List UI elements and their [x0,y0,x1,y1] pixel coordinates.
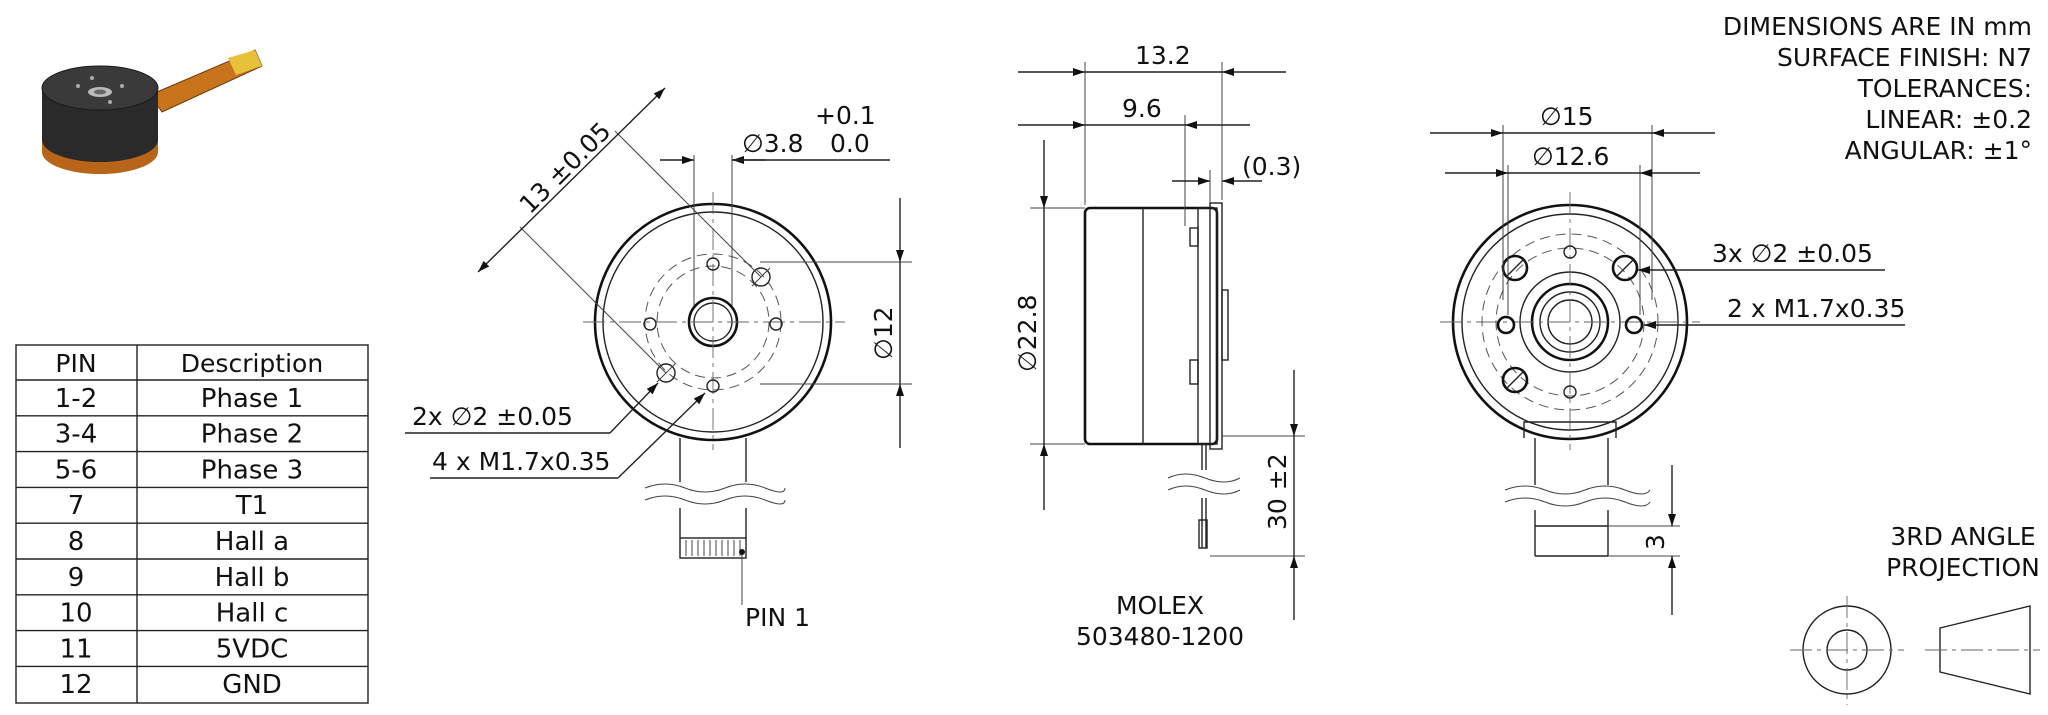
dim-tol-zero: 0.0 [830,129,870,158]
dim-d12: ∅12 [869,306,898,360]
front-view: 13 ±0.05 ∅3.8 +0.1 0.0 ∅12 2x ∅2 ±0.05 4… [405,87,912,632]
pin-table-description-cell: Hall b [215,563,290,593]
dim-d12.6: ∅12.6 [1532,142,1609,171]
note-dimensions: DIMENSIONS ARE IN mm [1723,12,2032,41]
front-holes-2x: 2x ∅2 ±0.05 [412,402,573,431]
dim-30: 30 ±2 [1263,453,1292,530]
pin-table-pin-cell: 9 [68,563,85,593]
connector-part: 503480-1200 [1076,622,1244,651]
pin-table-description-cell: GND [222,670,282,700]
pin-table-pin-cell: 5-6 [55,455,97,485]
dim-0.3: (0.3) [1242,152,1301,181]
note-surface-finish: SURFACE FINISH: N7 [1777,43,2032,72]
dim-9.6: 9.6 [1122,94,1162,123]
dim-3: 3 [1641,534,1670,550]
projection-line1: 3RD ANGLE [1890,522,2035,551]
motor-3d-thumbnail [41,49,263,174]
pin-table-pin-cell: 1-2 [55,384,97,414]
dim-d3.8: ∅3.8 [742,129,804,158]
pin-table-description-cell: Phase 1 [201,384,303,414]
pin-table-header-description: Description [181,349,323,378]
dim-13.2: 13.2 [1135,41,1191,70]
pin-table-description-cell: Hall a [215,527,289,557]
pin-table-pin-cell: 12 [59,670,92,700]
rear-holes-3x: 3x ∅2 ±0.05 [1712,239,1873,268]
pin-table: PIN Description 1-2 Phase 1 3-4 Phase 2 5-6 P… [15,344,369,704]
projection-line2: PROJECTION [1886,553,2040,582]
pin-table-description-cell: Phase 3 [201,455,303,485]
projection-symbol: 3RD ANGLE PROJECTION [1790,522,2040,705]
rear-holes-2x: 2 x M1.7x0.35 [1727,294,1905,323]
pin-table-pin-cell: 3-4 [55,420,97,450]
rear-view: ∅15 ∅12.6 3x ∅2 ±0.05 2 x M1.7x0.35 3 [1430,102,1905,615]
dim-13-diagonal: 13 ±0.05 [514,116,617,219]
dim-d22.8: ∅22.8 [1013,295,1042,372]
side-view: 13.2 9.6 (0.3) ∅22.8 30 ±2 MOLEX 503480-… [1013,41,1305,651]
note-tolerances: TOLERANCES: [1857,74,2032,103]
dim-tol-plus: +0.1 [815,101,876,130]
pin-table-description-cell: 5VDC [216,634,289,664]
front-holes-4x: 4 x M1.7x0.35 [432,447,610,476]
dim-d15: ∅15 [1540,102,1594,131]
pin-table-pin-cell: 11 [59,634,92,664]
pin-table-pin-cell: 7 [68,491,85,521]
note-angular: ANGULAR: ±1° [1845,136,2032,165]
pin1-label: PIN 1 [745,603,810,632]
general-notes: DIMENSIONS ARE IN mm SURFACE FINISH: N7 … [1723,12,2032,165]
connector-brand: MOLEX [1116,591,1204,620]
pin-table-pin-cell: 10 [59,599,92,629]
pin-table-pin-cell: 8 [68,527,85,557]
pin-table-description-cell: Hall c [216,599,289,629]
pin-table-description-cell: T1 [235,491,268,521]
pin-table-description-cell: Phase 2 [201,420,303,450]
note-linear: LINEAR: ±0.2 [1865,105,2032,134]
pin-table-header-pin: PIN [55,349,96,378]
